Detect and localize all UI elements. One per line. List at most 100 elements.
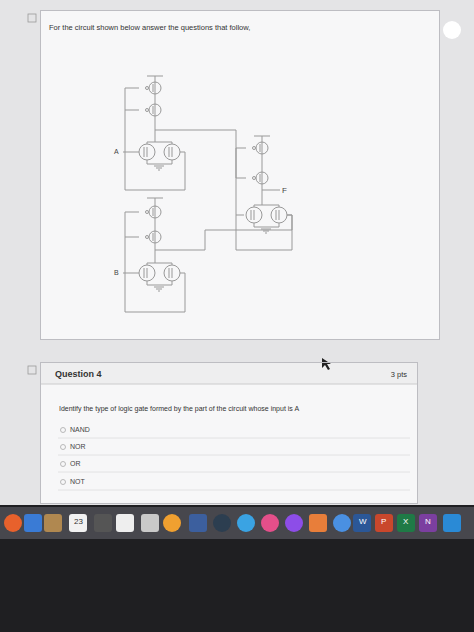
wire bbox=[263, 231, 269, 232]
wire bbox=[262, 190, 280, 191]
icon-text: 23 bbox=[74, 517, 83, 526]
wire bbox=[236, 148, 292, 250]
wire bbox=[144, 268, 145, 278]
dock-icon bbox=[24, 514, 42, 532]
dock-icon bbox=[44, 514, 62, 532]
wire bbox=[147, 268, 148, 278]
wire bbox=[147, 147, 148, 157]
dock-icon bbox=[4, 514, 22, 532]
wire bbox=[125, 237, 139, 238]
dock-icon bbox=[237, 514, 255, 532]
nmos-transistor bbox=[164, 265, 180, 281]
dock-icon bbox=[261, 514, 279, 532]
wire bbox=[265, 233, 267, 234]
nmos-transistor bbox=[139, 144, 155, 160]
pmos-transistor bbox=[149, 104, 161, 116]
wire bbox=[153, 208, 154, 216]
wire bbox=[172, 147, 173, 157]
pmos-transistor bbox=[256, 142, 268, 154]
wire bbox=[172, 281, 173, 285]
inverter-bubble bbox=[146, 211, 149, 214]
wire bbox=[147, 76, 163, 77]
icon-text: W bbox=[359, 517, 367, 526]
wire bbox=[147, 142, 172, 143]
signal-name: F bbox=[282, 186, 287, 195]
dock-icon bbox=[443, 514, 461, 532]
option-text: NAND bbox=[70, 426, 90, 433]
dock-icon bbox=[94, 514, 112, 532]
circuit-card: For the circuit shown below answer the q… bbox=[40, 10, 440, 340]
wire bbox=[158, 291, 160, 292]
wire bbox=[236, 215, 244, 216]
dock-icon bbox=[213, 514, 231, 532]
wire bbox=[154, 166, 164, 167]
dock-icon bbox=[375, 514, 393, 532]
inverter-bubble bbox=[146, 109, 149, 112]
dock-icon bbox=[353, 514, 371, 532]
option-text: NOT bbox=[70, 478, 85, 485]
wire bbox=[147, 285, 172, 286]
wire bbox=[279, 210, 280, 220]
dock-icon bbox=[163, 514, 181, 532]
wire bbox=[125, 212, 185, 312]
signal-name: A bbox=[114, 148, 119, 155]
wire bbox=[236, 178, 246, 179]
wire bbox=[155, 130, 236, 178]
wire bbox=[260, 174, 261, 182]
option-text: OR bbox=[70, 460, 81, 467]
wire bbox=[261, 229, 271, 230]
wire bbox=[147, 160, 148, 164]
wire bbox=[125, 88, 185, 190]
wire bbox=[262, 136, 263, 205]
signal-name: B bbox=[114, 269, 119, 276]
nmos-transistor bbox=[271, 207, 287, 223]
inverter-bubble bbox=[146, 236, 149, 239]
dock-icon bbox=[419, 514, 437, 532]
wire bbox=[251, 210, 252, 220]
wire bbox=[254, 223, 255, 227]
wire bbox=[153, 84, 154, 92]
wire bbox=[254, 210, 255, 220]
question-title: Question 4 bbox=[55, 369, 102, 379]
wire bbox=[254, 205, 279, 206]
wire bbox=[156, 289, 162, 290]
wire bbox=[172, 160, 173, 164]
wire bbox=[153, 106, 154, 114]
dock-icon bbox=[141, 514, 159, 532]
dock-icon bbox=[333, 514, 351, 532]
wire bbox=[254, 136, 270, 137]
dock-icon bbox=[189, 514, 207, 532]
wire bbox=[254, 227, 279, 228]
wire bbox=[147, 164, 172, 165]
wire bbox=[147, 281, 148, 285]
nmos-transistor bbox=[164, 144, 180, 160]
dock-icon bbox=[309, 514, 327, 532]
icon-text: N bbox=[425, 517, 431, 526]
wire bbox=[144, 147, 145, 157]
wire bbox=[123, 273, 139, 274]
nmos-transistor bbox=[246, 207, 262, 223]
question-text: Identify the type of logic gate formed b… bbox=[59, 405, 299, 412]
wire bbox=[154, 287, 164, 288]
wire bbox=[158, 170, 160, 171]
wire bbox=[260, 144, 261, 152]
question-card: Question 4 3 ptsIdentify the type of logi… bbox=[40, 362, 418, 504]
pmos-transistor bbox=[149, 82, 161, 94]
wire bbox=[153, 233, 154, 241]
option-text: NOR bbox=[70, 443, 86, 450]
wire bbox=[169, 147, 170, 157]
pmos-transistor bbox=[256, 172, 268, 184]
wire bbox=[155, 76, 156, 142]
inverter-bubble bbox=[253, 177, 256, 180]
inverter-bubble bbox=[146, 87, 149, 90]
dock-icon bbox=[116, 514, 134, 532]
pmos-transistor bbox=[149, 206, 161, 218]
wire bbox=[279, 223, 280, 227]
dock-icon bbox=[69, 514, 87, 532]
nmos-transistor bbox=[139, 265, 155, 281]
pmos-transistor bbox=[149, 231, 161, 243]
inverter-bubble bbox=[253, 147, 256, 150]
points-text: 3 pts bbox=[391, 370, 407, 379]
wire bbox=[123, 152, 139, 153]
